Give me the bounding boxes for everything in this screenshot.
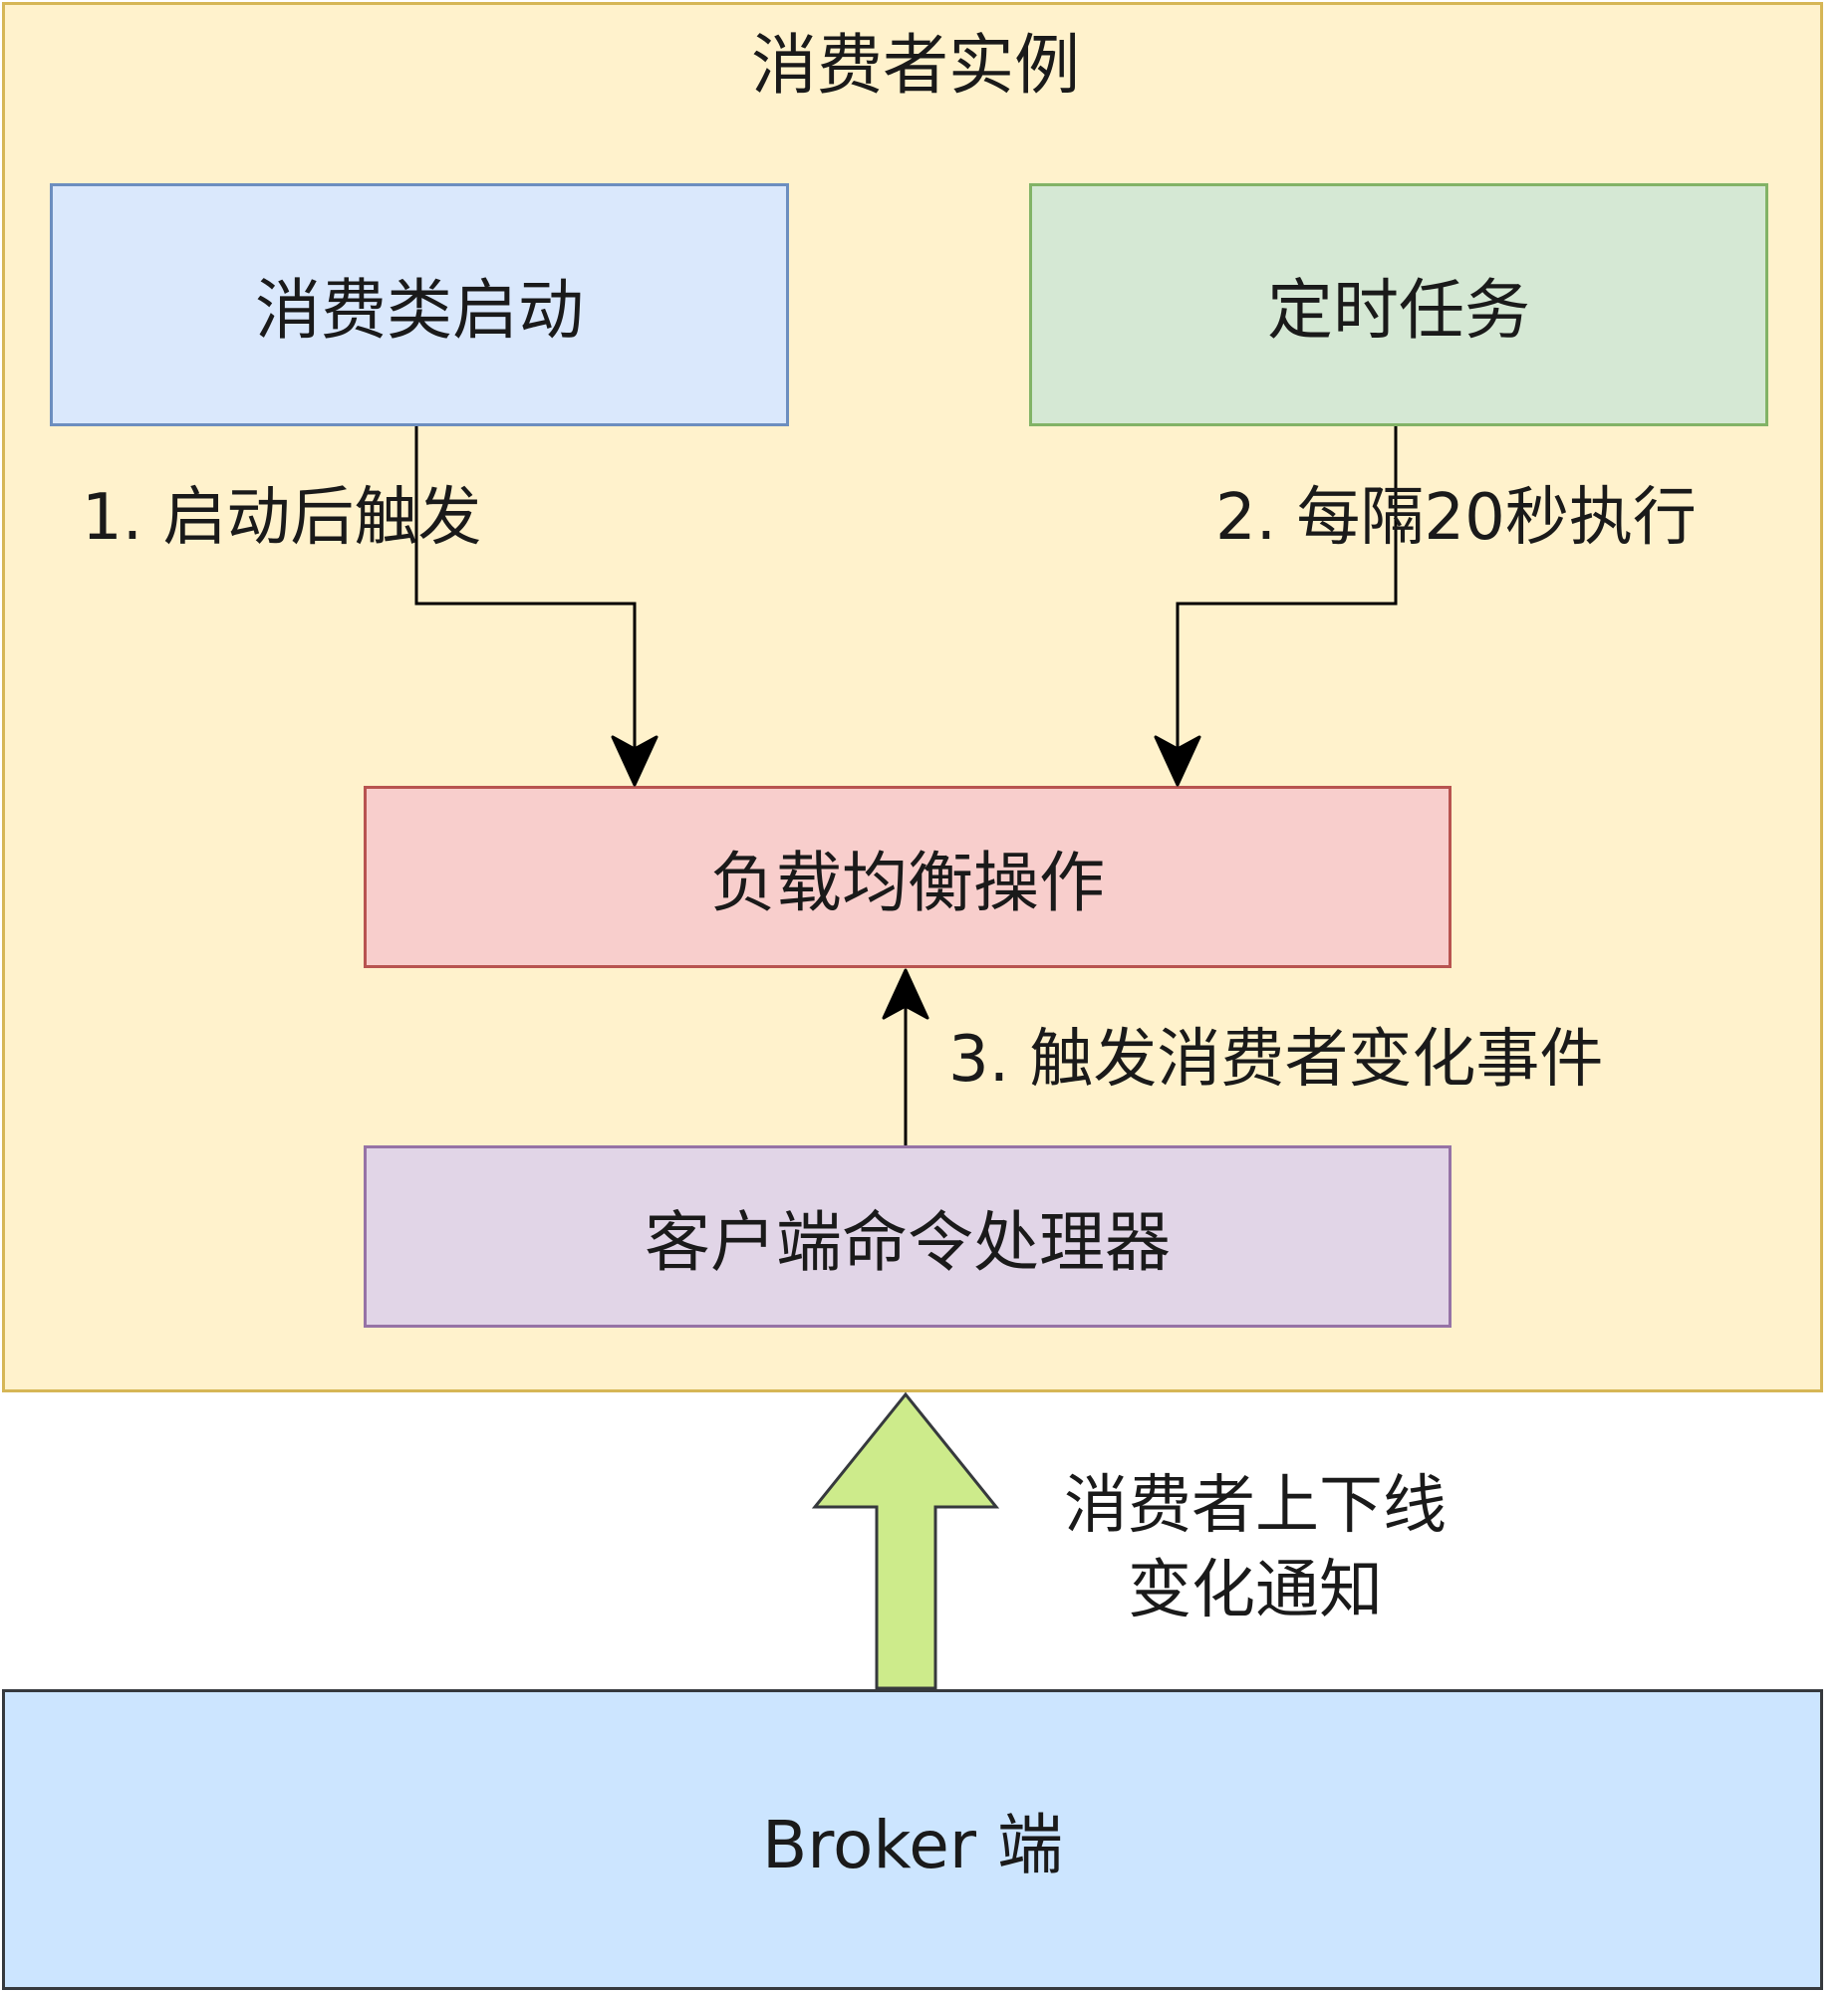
consumer-startup-label: 消费类启动: [255, 272, 584, 349]
broker-node[interactable]: Broker 端: [2, 1689, 1823, 1990]
container-title: 消费者实例: [751, 27, 1080, 104]
notify-line-2: 变化通知: [1128, 1554, 1383, 1628]
edge-label-every-20s: 2. 每隔20秒执行: [1215, 481, 1697, 555]
load-balance-node[interactable]: 负载均衡操作: [364, 786, 1452, 968]
scheduled-task-label: 定时任务: [1267, 272, 1530, 349]
consumer-startup-node[interactable]: 消费类启动: [50, 183, 789, 426]
scheduled-task-node[interactable]: 定时任务: [1029, 183, 1768, 426]
block-arrow-broker-to-handler: [811, 1391, 1000, 1690]
edge-label-consumer-change-event: 3. 触发消费者变化事件: [948, 1023, 1604, 1097]
edge-label-consumer-online-offline-notify: 消费者上下线 变化通知: [1036, 1464, 1474, 1633]
broker-label: Broker 端: [762, 1807, 1063, 1883]
load-balance-label: 负载均衡操作: [710, 844, 1105, 921]
edge-label-startup-trigger: 1. 启动后触发: [82, 481, 482, 555]
client-command-handler-node[interactable]: 客户端命令处理器: [364, 1145, 1452, 1328]
client-command-handler-label: 客户端命令处理器: [645, 1203, 1171, 1281]
notify-line-1: 消费者上下线: [1064, 1469, 1447, 1543]
